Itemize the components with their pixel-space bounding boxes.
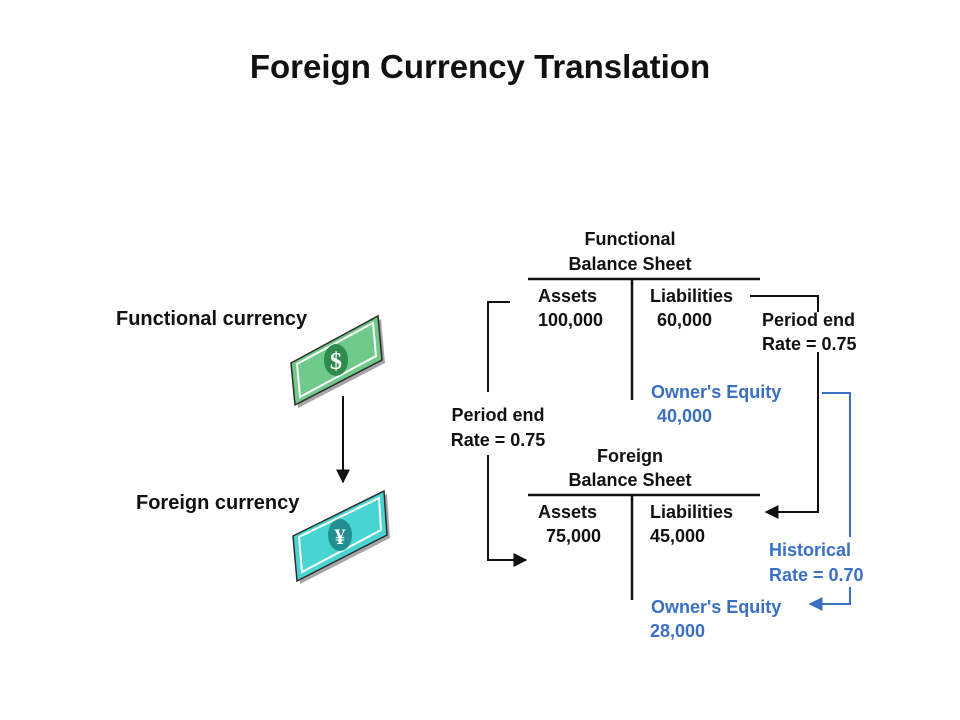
yen-bill-icon: ¥ bbox=[292, 489, 390, 584]
foreign-liabilities-label: Liabilities bbox=[650, 502, 734, 522]
foreign-equity-label: Owner's Equity bbox=[651, 597, 782, 617]
dollar-bill-icon: $ bbox=[290, 314, 385, 408]
foreign-assets-label: Assets bbox=[538, 502, 598, 522]
page-title: Foreign Currency Translation bbox=[249, 48, 711, 85]
foreign-liabilities-value: 45,000 bbox=[650, 526, 706, 546]
functional-equity-label: Owner's Equity bbox=[651, 382, 782, 402]
historical-rate-line-1: Historical bbox=[769, 540, 852, 560]
foreign-currency-label: Foreign currency bbox=[136, 492, 300, 514]
functional-liabilities-value: 60,000 bbox=[657, 310, 713, 330]
functional-equity-value: 40,000 bbox=[657, 406, 713, 426]
liabilities-connector-top bbox=[750, 295, 819, 312]
functional-assets-label: Assets bbox=[538, 286, 598, 306]
equity-connector-top bbox=[822, 392, 851, 537]
dollar-symbol: $ bbox=[330, 349, 342, 375]
foreign-equity-value: 28,000 bbox=[650, 621, 706, 641]
functional-sheet-title-1: Functional bbox=[584, 229, 676, 249]
assets-connector-top bbox=[487, 301, 510, 392]
yen-symbol: ¥ bbox=[335, 524, 346, 549]
functional-liabilities-label: Liabilities bbox=[650, 286, 734, 306]
left-rate-line-1: Period end bbox=[451, 405, 545, 425]
functional-sheet-title-2: Balance Sheet bbox=[568, 254, 692, 274]
historical-rate-line-2: Rate = 0.70 bbox=[769, 565, 864, 585]
assets-connector-bottom bbox=[487, 455, 528, 567]
liabilities-connector-bottom bbox=[764, 352, 819, 519]
foreign-assets-value: 75,000 bbox=[546, 526, 602, 546]
right-rate-line-2: Rate = 0.75 bbox=[762, 334, 857, 354]
functional-assets-value: 100,000 bbox=[538, 310, 604, 330]
left-rate-line-2: Rate = 0.75 bbox=[450, 430, 546, 450]
functional-currency-label: Functional currency bbox=[116, 308, 308, 330]
right-rate-line-1: Period end bbox=[762, 310, 856, 330]
equity-connector-bottom bbox=[808, 587, 851, 611]
foreign-sheet-title-2: Balance Sheet bbox=[568, 470, 692, 490]
foreign-sheet-title-1: Foreign bbox=[597, 446, 663, 466]
